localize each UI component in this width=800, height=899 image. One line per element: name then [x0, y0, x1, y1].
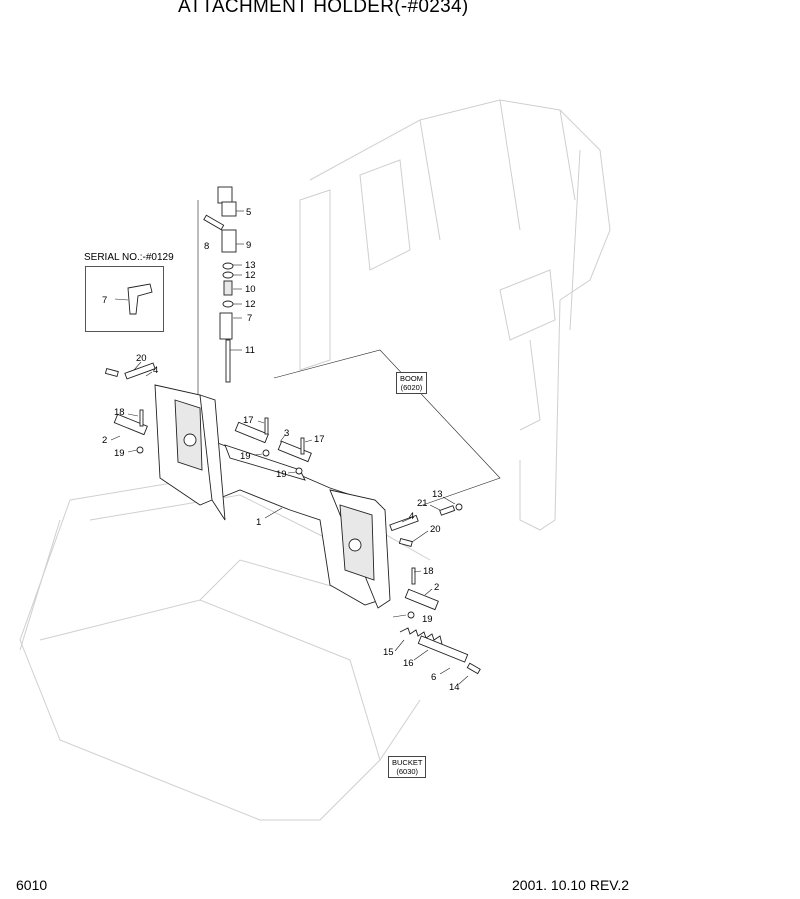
boom-reference-code: (6020): [400, 383, 423, 392]
date-revision: 2001. 10.10 REV.2: [512, 877, 630, 893]
callout-7: 7: [247, 313, 252, 324]
callout-18: 18: [114, 407, 125, 418]
bucket-reference-code: (6030): [396, 767, 419, 776]
callout-5: 5: [246, 207, 251, 218]
boom-reference-name: BOOM: [400, 374, 423, 383]
callout-4: 4: [153, 365, 158, 376]
attachment-frame-part-1: [154, 384, 391, 609]
page-number: 6010: [16, 877, 48, 893]
pins-and-bolts: [104, 362, 463, 619]
serial-number-inset-box: [85, 266, 164, 332]
boom-reference-box: BOOM (6020): [396, 372, 427, 394]
spring-and-plate: [399, 627, 481, 675]
callout-19: 19: [240, 451, 251, 462]
boom-ghost-outline: [299, 99, 611, 531]
serial-part-7: [127, 283, 153, 315]
callout-9: 9: [246, 240, 251, 251]
callout-17: 17: [243, 415, 254, 426]
callout-19: 19: [114, 448, 125, 459]
callout-19: 19: [422, 614, 433, 625]
callout-17: 17: [314, 434, 325, 445]
callout-3: 3: [284, 428, 289, 439]
callout-18: 18: [423, 566, 434, 577]
bucket-reference-box: BUCKET (6030): [388, 756, 427, 778]
leader-lines: [110, 210, 469, 685]
callout-12: 12: [245, 299, 256, 310]
callout-2: 2: [434, 582, 439, 593]
callout-4: 4: [409, 511, 414, 522]
callout-16: 16: [403, 658, 414, 669]
callout-21: 21: [417, 498, 428, 509]
callout-11: 11: [245, 345, 255, 356]
callout-14: 14: [449, 682, 460, 693]
callout-15: 15: [383, 647, 394, 658]
callout-10: 10: [245, 284, 256, 295]
callout-13: 13: [432, 489, 443, 500]
callout-20: 20: [136, 353, 147, 364]
lever-assembly: [197, 186, 237, 395]
callout-12: 12: [245, 270, 256, 281]
serial-number-label: SERIAL NO.:-#0129: [84, 252, 174, 263]
callout-8: 8: [204, 241, 209, 252]
callout-13: 13: [245, 260, 256, 271]
callout-1: 1: [256, 517, 261, 528]
callout-7: 7: [102, 295, 107, 306]
callout-numbers: 5 8 9 13 12 10 12 7 11 7 20 4 18 2 19 17…: [102, 207, 460, 693]
bucket-reference-name: BUCKET: [392, 758, 423, 767]
page-title: ATTACHMENT HOLDER(-#0234): [178, 0, 469, 17]
callout-6: 6: [431, 672, 436, 683]
callout-20: 20: [430, 524, 441, 535]
callout-2: 2: [102, 435, 107, 446]
callout-19: 19: [276, 469, 287, 480]
